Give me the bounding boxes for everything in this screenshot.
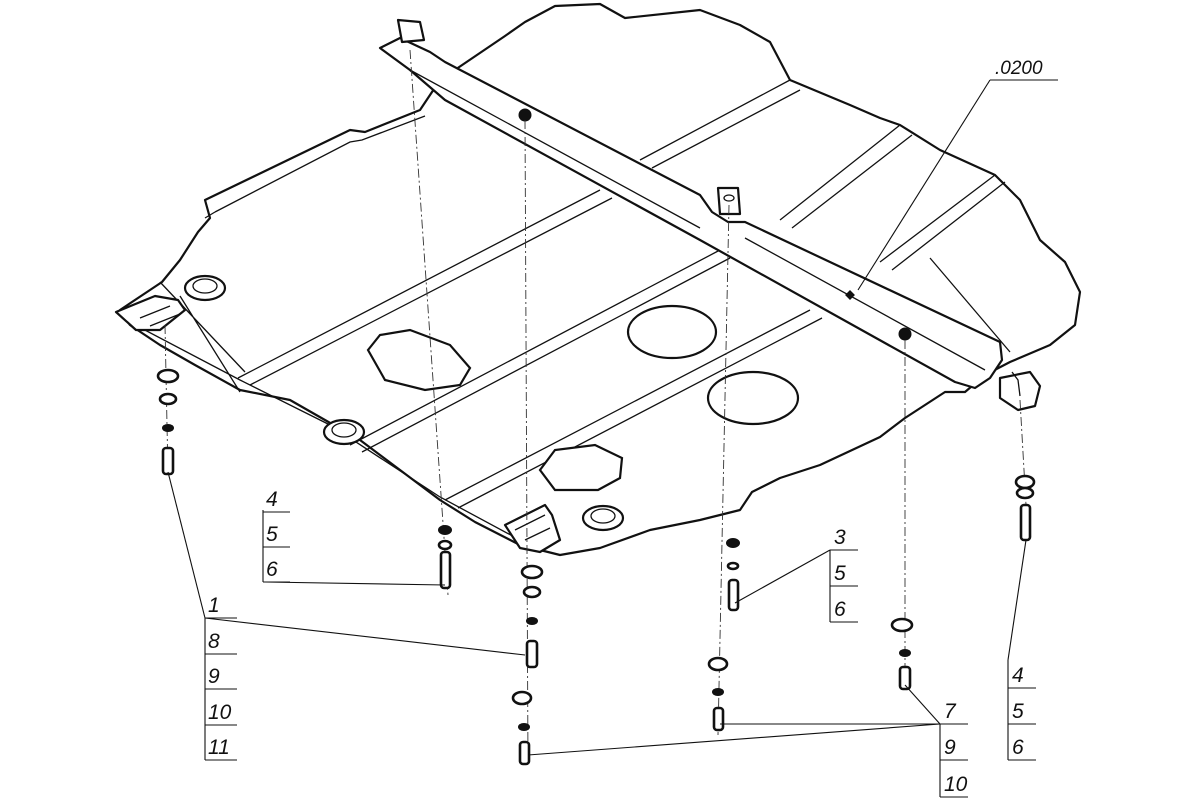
- rib-6: [879, 174, 1006, 271]
- reference-label: .0200: [995, 58, 1043, 79]
- fastener-stack-center: [707, 538, 740, 732]
- opening-right: [706, 370, 800, 426]
- fastener-stack-far-right: [1014, 474, 1036, 542]
- boss-front: [581, 504, 625, 532]
- front-flange-inner: [159, 281, 246, 393]
- left-rib: [204, 211, 216, 219]
- assembly-axes: [164, 49, 1029, 766]
- rib-3: [444, 309, 823, 509]
- callout-center-left-4: 4: [266, 488, 278, 511]
- callout-center-left-5: 5: [266, 523, 278, 546]
- callout-far-right-4: 4: [1012, 664, 1024, 687]
- bracket-center-top: [716, 186, 742, 216]
- callout-left-11: 11: [208, 736, 230, 759]
- callout-group-bottom-right: 7 9 10: [939, 700, 968, 798]
- fastener-stack-front: [511, 564, 544, 766]
- callout-bottom-right-9: 9: [944, 736, 956, 759]
- bracket-left: [114, 294, 187, 332]
- opening-front: [538, 443, 624, 492]
- bracket-rear-top: [396, 18, 426, 44]
- rib-5: [779, 124, 913, 229]
- callout-group-center-left: 4 5 6: [262, 488, 290, 583]
- opening-left: [366, 328, 472, 392]
- rib-1: [237, 189, 613, 386]
- callout-center-right-3: 3: [834, 526, 846, 549]
- callout-center-left-6: 6: [266, 558, 278, 581]
- reference-label-group: .0200: [990, 58, 1058, 81]
- callout-far-right-6: 6: [1012, 736, 1024, 759]
- fastener-stack-left: [156, 368, 180, 476]
- callout-center-right-6: 6: [834, 598, 846, 621]
- callout-left-1: 1: [208, 594, 220, 617]
- reference-marker: [845, 290, 855, 300]
- callout-bottom-right-7: 7: [944, 700, 957, 723]
- leader-lines: [167, 79, 1027, 756]
- boss-left-rear: [183, 274, 227, 302]
- callout-group-left: 1 8 9 10 11: [204, 594, 237, 761]
- bracket-front: [503, 503, 562, 554]
- fastener-stack-right: [890, 617, 914, 691]
- callout-left-9: 9: [208, 665, 220, 688]
- rear-edge-inner: [214, 115, 426, 213]
- callout-center-right-5: 5: [834, 562, 846, 585]
- skid-plate: [114, 2, 1082, 557]
- callout-left-10: 10: [208, 701, 232, 724]
- plate-outline: [118, 2, 1082, 557]
- bracket-right: [998, 370, 1042, 412]
- callout-left-8: 8: [208, 630, 220, 653]
- boss-left-front: [322, 418, 366, 446]
- opening-center: [626, 304, 718, 360]
- callout-group-far-right: 4 5 6: [1007, 660, 1036, 761]
- crossbar-edge: [409, 69, 986, 371]
- callout-bottom-right-10: 10: [944, 773, 968, 796]
- crossbar: [378, 36, 1004, 390]
- fastener-stack-center-left: [437, 525, 453, 590]
- rib-2: [349, 249, 731, 453]
- mount-hole-1: [518, 108, 532, 122]
- callout-far-right-5: 5: [1012, 700, 1024, 723]
- callout-group-center-right: 3 5 6: [829, 526, 858, 623]
- rib-4: [639, 79, 801, 169]
- mount-hole-2: [898, 327, 912, 341]
